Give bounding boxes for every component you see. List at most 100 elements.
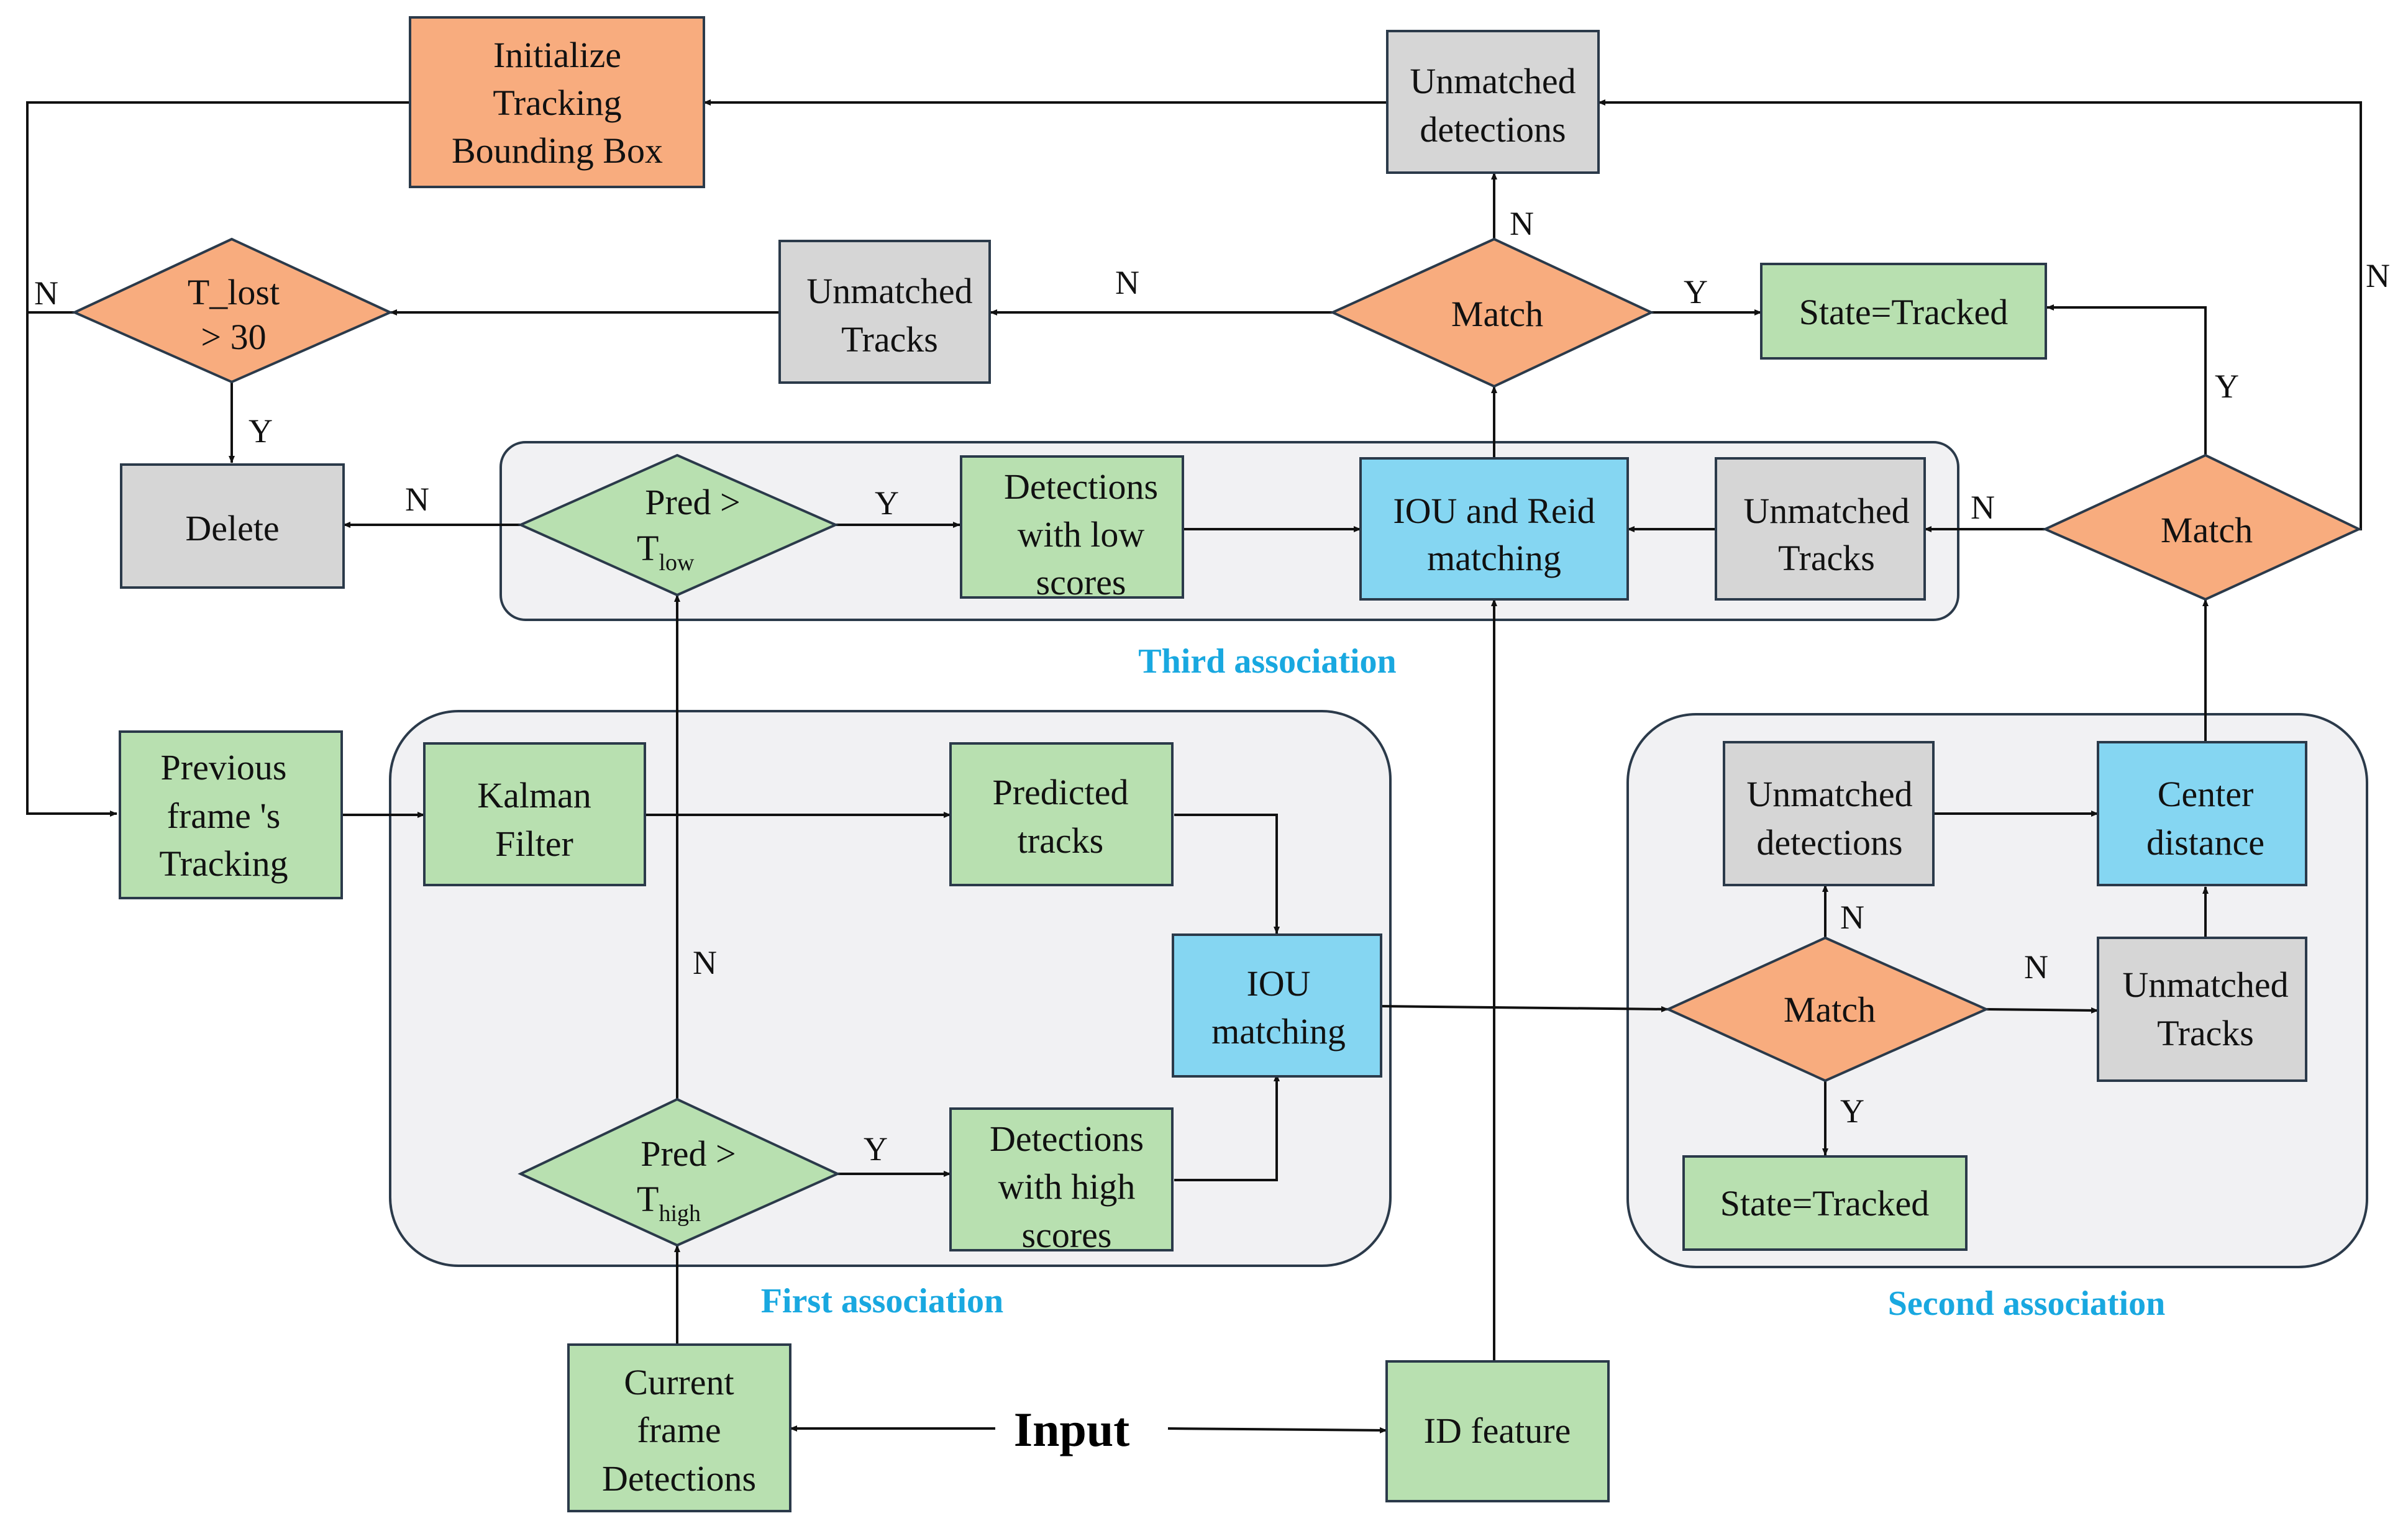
- edge-label-tlost-n: N: [34, 275, 58, 312]
- node-pred-low-decision: Pred > Tlow: [518, 453, 839, 597]
- node-unmatched-tracks-top: Unmatched Tracks: [778, 240, 991, 384]
- node-unmatched-detections-second-line1: Unmatched: [1746, 774, 1912, 814]
- node-iou-matching: IOU matching: [1172, 933, 1382, 1078]
- node-match-second-label: Match: [1784, 989, 1876, 1030]
- node-state-tracked-second: State=Tracked: [1682, 1155, 1968, 1251]
- node-pred-high-decision: Pred > Thigh: [518, 1097, 841, 1247]
- node-detections-high-line2: with high: [998, 1166, 1136, 1207]
- edge-match-right-yes-to-state: [2046, 304, 2207, 455]
- edge-label-match-right-n: N: [1971, 489, 1995, 526]
- edge-label-match-second-y: Y: [1840, 1092, 1864, 1130]
- node-previous-frame-line1: Previous: [161, 747, 287, 788]
- node-state-tracked-top-label: State=Tracked: [1799, 292, 2009, 332]
- node-delete: Delete: [120, 463, 345, 589]
- node-match-top-label: Match: [1451, 294, 1543, 334]
- node-predicted-tracks-line1: Predicted: [992, 772, 1128, 812]
- edge-label-pred-high-y: Y: [864, 1130, 888, 1168]
- node-unmatched-tracks-mid: Unmatched Tracks: [1715, 457, 1926, 601]
- node-id-feature: ID feature: [1385, 1360, 1610, 1502]
- node-match-second-decision: Match: [1665, 936, 1989, 1083]
- node-pred-high-line1: Pred >: [641, 1133, 736, 1174]
- node-unmatched-tracks-mid-line1: Unmatched: [1743, 491, 1909, 531]
- edge-label-tlost-y: Y: [249, 412, 273, 450]
- node-previous-frame-tracking: Previous frame 's Tracking: [119, 730, 343, 899]
- node-initialize-line3: Bounding Box: [452, 130, 663, 171]
- node-tlost-line1: T_lost: [188, 272, 280, 312]
- edge-label-match-right-y: Y: [2215, 368, 2239, 405]
- node-detections-low-line3: scores: [1036, 562, 1126, 602]
- edge-label-far-right-n: N: [2366, 257, 2390, 294]
- node-match-right-decision: Match: [2042, 453, 2362, 601]
- node-unmatched-detections-top: Unmatched detections: [1386, 30, 1600, 174]
- node-pred-low-line1: Pred >: [645, 482, 741, 522]
- node-id-feature-label: ID feature: [1424, 1410, 1571, 1451]
- node-center-distance-line2: distance: [2146, 822, 2264, 863]
- node-predicted-tracks-line2: tracks: [1018, 820, 1104, 861]
- edge-label-pred-low-y: Y: [875, 484, 899, 522]
- first-association-label: First association: [761, 1282, 1003, 1320]
- node-pred-high-line2: Thigh: [637, 1179, 701, 1227]
- input-label: Input: [1014, 1402, 1129, 1456]
- node-unmatched-detections-second-line2: detections: [1756, 822, 1902, 863]
- node-unmatched-tracks-mid-line2: Tracks: [1778, 538, 1875, 578]
- node-current-frame-line1: Current: [624, 1362, 734, 1402]
- edge-match-second-no-to-unmatched-tracks: [1986, 1007, 2099, 1014]
- node-match-top-decision: Match: [1329, 237, 1654, 388]
- node-unmatched-tracks-second: Unmatched Tracks: [2097, 937, 2307, 1082]
- node-unmatched-tracks-second-line1: Unmatched: [2122, 965, 2288, 1005]
- edge-label-unmatched-tracks-top-n: N: [1115, 264, 1139, 301]
- edge-input-to-id-feature: [1167, 1427, 1387, 1433]
- node-unmatched-tracks-top-line2: Tracks: [841, 319, 938, 360]
- node-current-frame-line2: frame: [637, 1410, 721, 1450]
- node-delete-label: Delete: [185, 508, 279, 548]
- node-kalman-filter: Kalman Filter: [423, 742, 646, 886]
- node-initialize-line2: Tracking: [493, 83, 621, 123]
- node-iou-reid-line2: matching: [1427, 538, 1561, 578]
- node-center-distance: Center distance: [2097, 741, 2307, 886]
- node-state-tracked-second-label: State=Tracked: [1720, 1183, 1930, 1224]
- node-initialize-tracking: Initialize Tracking Bounding Box: [409, 16, 705, 188]
- node-state-tracked-top: State=Tracked: [1760, 263, 2047, 360]
- node-detections-high-line1: Detections: [990, 1119, 1144, 1159]
- node-detections-high: Detections with high scores: [949, 1107, 1174, 1255]
- node-predicted-tracks: Predicted tracks: [949, 742, 1174, 886]
- edge-label-pred-high-n: N: [693, 944, 717, 981]
- node-unmatched-detections-top-line1: Unmatched: [1410, 61, 1576, 101]
- node-iou-reid-line1: IOU and Reid: [1393, 491, 1595, 531]
- node-tlost-decision: T_lost > 30: [71, 237, 393, 384]
- node-iou-reid-matching: IOU and Reid matching: [1359, 457, 1629, 601]
- node-detections-low-line1: Detections: [1004, 466, 1158, 507]
- edge-det-high-to-iou-matching: [1174, 1074, 1280, 1181]
- third-association-label: Third association: [1138, 642, 1396, 681]
- node-unmatched-detections-second: Unmatched detections: [1723, 741, 1935, 886]
- node-iou-matching-line1: IOU: [1246, 963, 1310, 1004]
- edge-label-match-top-y: Y: [1684, 273, 1708, 311]
- node-kalman-line1: Kalman: [477, 775, 591, 815]
- node-pred-low-line2: Tlow: [637, 528, 695, 576]
- node-center-distance-line1: Center: [2158, 774, 2254, 814]
- node-unmatched-tracks-top-line1: Unmatched: [806, 271, 972, 311]
- second-association-label: Second association: [1888, 1284, 2166, 1323]
- edge-predicted-to-iou-matching: [1174, 814, 1280, 934]
- node-match-right-label: Match: [2161, 510, 2253, 550]
- edge-label-delete-n: N: [405, 481, 429, 518]
- node-unmatched-tracks-second-line2: Tracks: [2157, 1013, 2254, 1053]
- node-unmatched-detections-top-line2: detections: [1420, 109, 1566, 150]
- node-current-frame-line3: Detections: [602, 1458, 756, 1499]
- node-detections-low-line2: with low: [1018, 514, 1145, 555]
- node-detections-low: Detections with low scores: [960, 455, 1184, 602]
- edge-label-match-top-up-n: N: [1510, 205, 1534, 242]
- node-detections-high-line3: scores: [1022, 1215, 1112, 1255]
- edge-label-match-second-right-n: N: [2024, 948, 2048, 986]
- edge-init-to-prev-frame: [26, 101, 410, 817]
- edge-iou-matching-to-match-second: [1380, 1005, 1669, 1012]
- node-initialize-line1: Initialize: [493, 35, 621, 75]
- node-iou-matching-line2: matching: [1211, 1011, 1346, 1051]
- node-previous-frame-line3: Tracking: [159, 843, 288, 884]
- node-kalman-line2: Filter: [495, 824, 573, 864]
- node-tlost-line2: > 30: [201, 317, 266, 357]
- node-current-frame-detections: Current frame Detections: [567, 1343, 791, 1512]
- edge-label-match-second-up-n: N: [1840, 899, 1864, 936]
